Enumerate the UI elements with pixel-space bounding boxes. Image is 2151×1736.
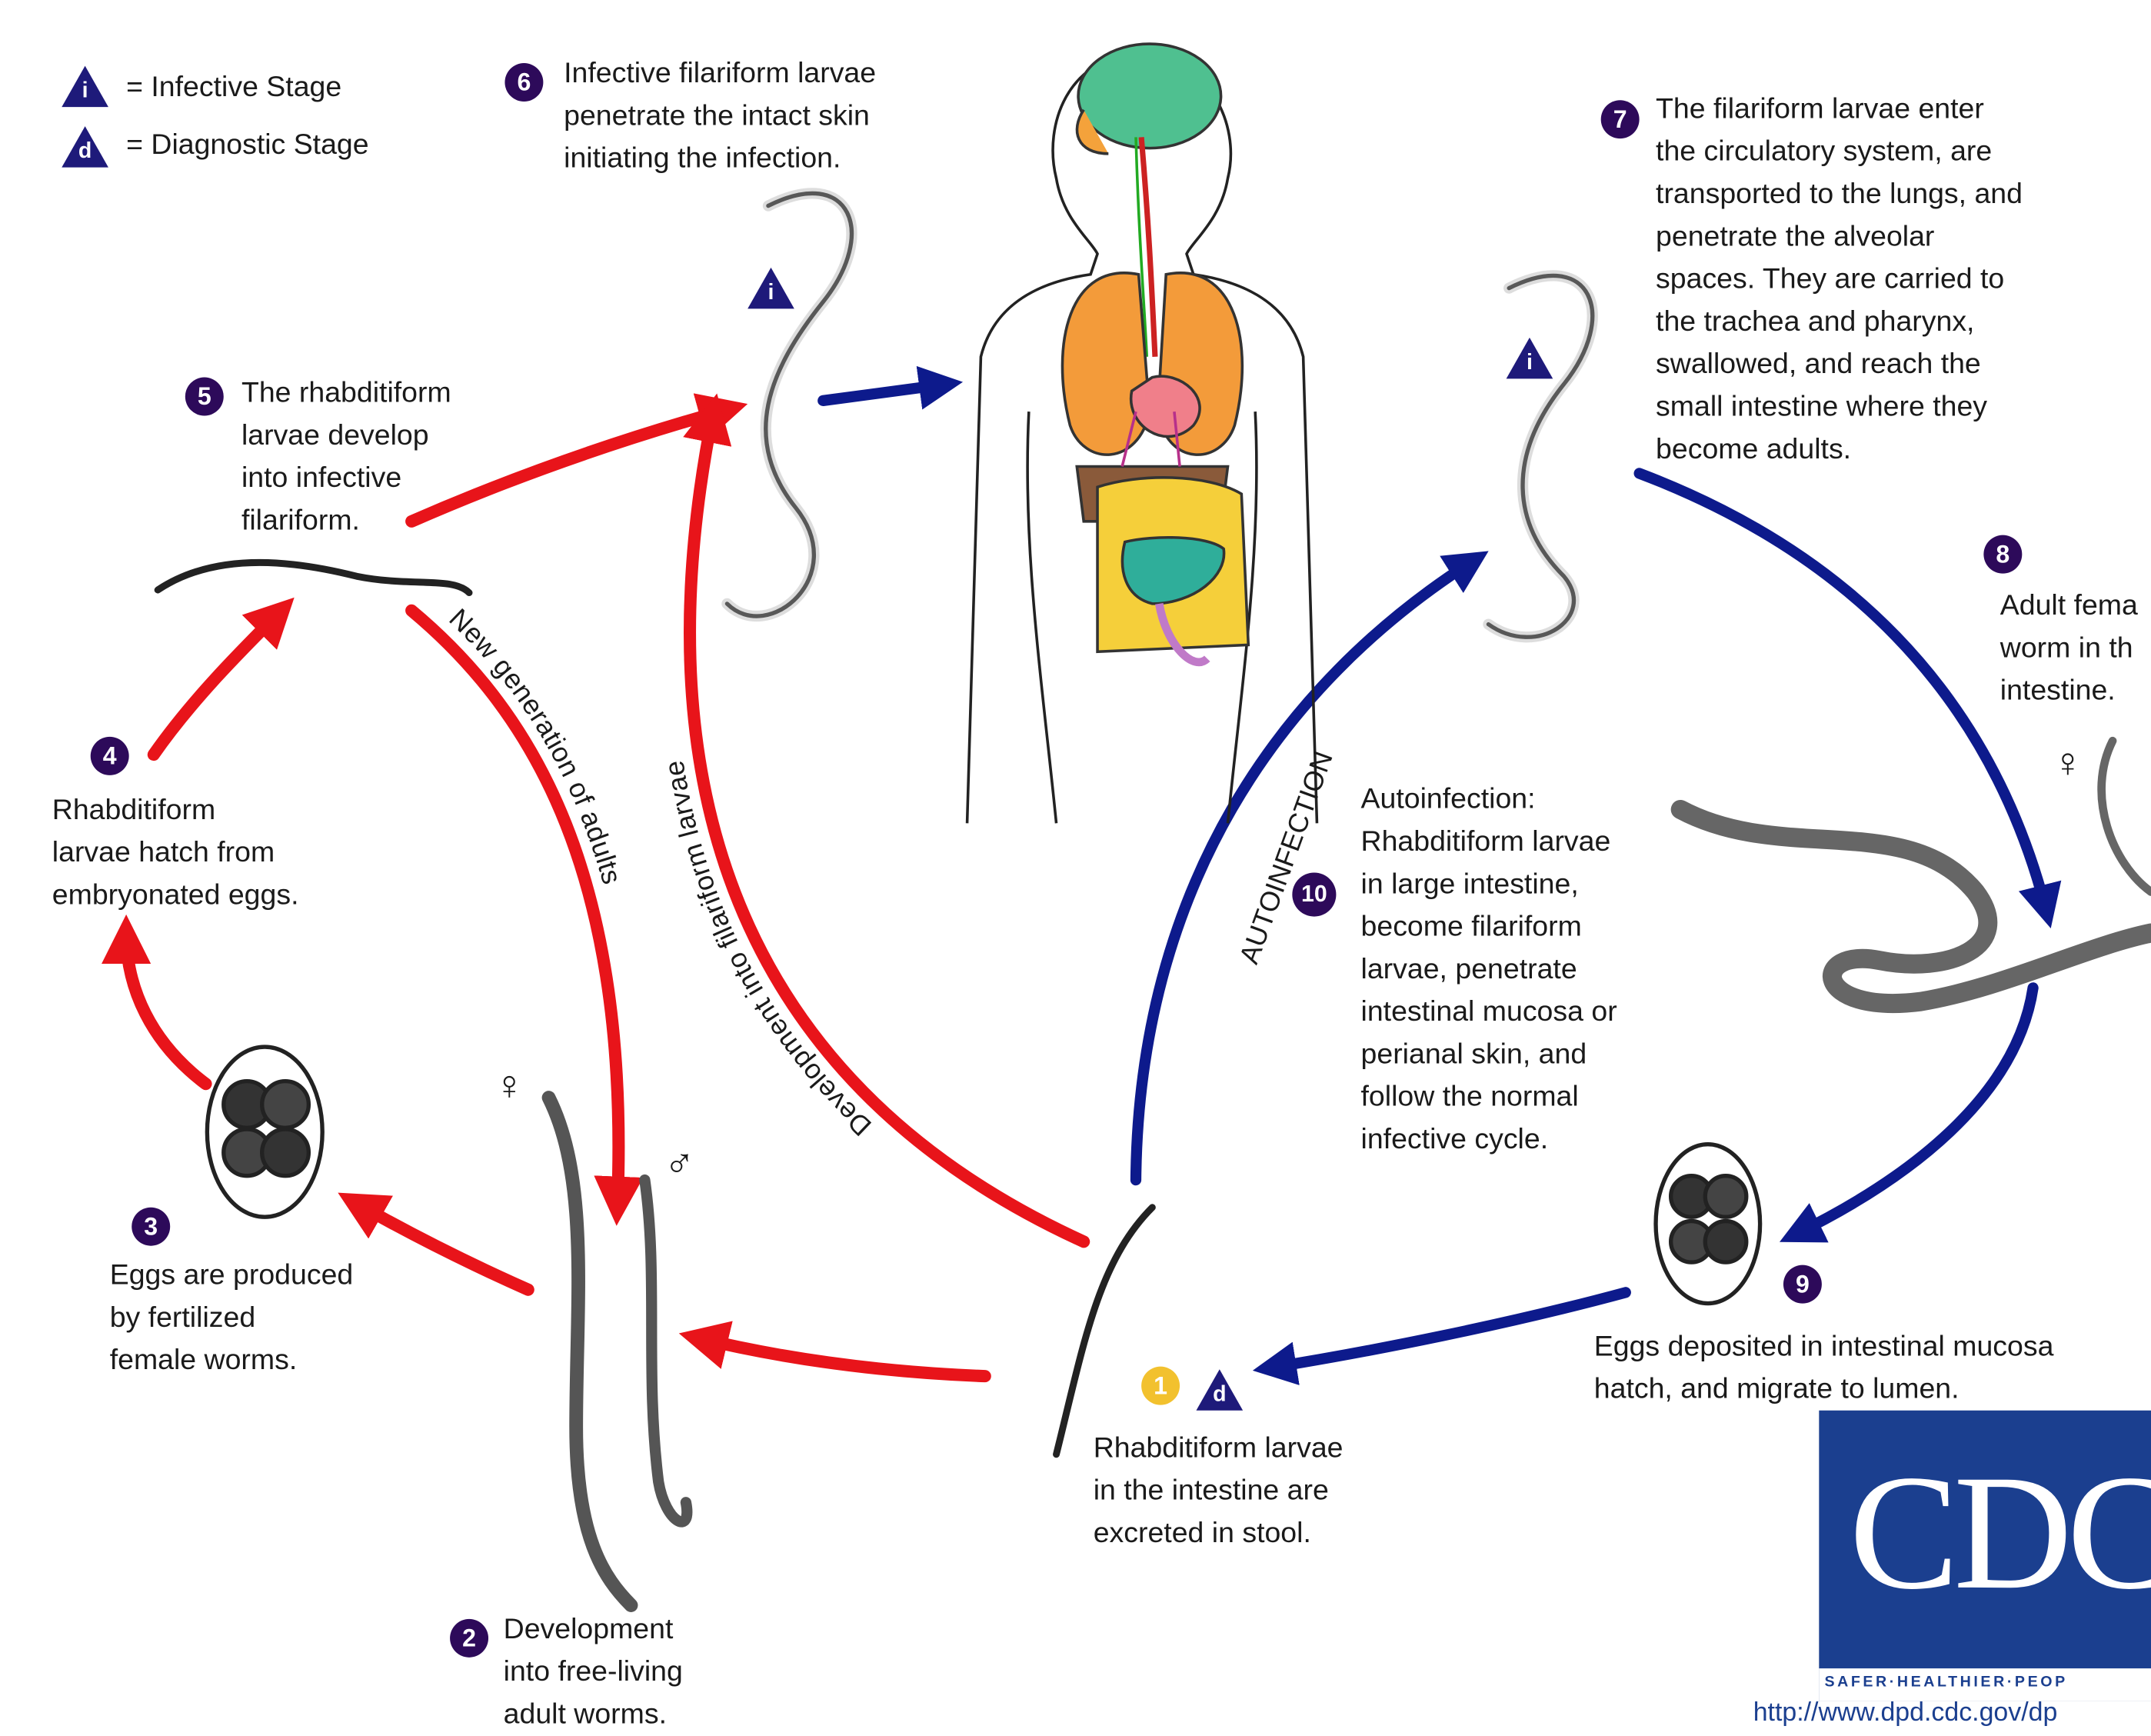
infective-stage-icon: i xyxy=(62,66,108,108)
step-9-badge: 9 xyxy=(1783,1265,1822,1304)
step-9-text: Eggs deposited in intestinal mucosa hatc… xyxy=(1594,1325,2054,1411)
step-1-text: Rhabditiform larvae in the intestine are… xyxy=(1094,1427,1344,1554)
step-4-text: Rhabditiform larvae hatch from embryonat… xyxy=(52,789,299,917)
rhabditiform-larva-step5 xyxy=(158,562,469,592)
step-2-text: Development into free-living adult worms… xyxy=(504,1608,683,1736)
step-7-text: The filariform larvae enter the circulat… xyxy=(1656,88,2023,471)
adult-female-worm-step8 xyxy=(1680,809,2151,1003)
arrow-8-to-9 xyxy=(1794,988,2033,1235)
cdc-logo-tagline: SAFER·HEALTHIER·PEOP xyxy=(1819,1668,2151,1701)
infective-stage-marker-6: i xyxy=(748,268,794,309)
step-7-badge: 7 xyxy=(1601,100,1640,138)
arrow-9-to-1 xyxy=(1269,1292,1626,1368)
step-3-badge: 3 xyxy=(132,1208,170,1246)
arrow-5-to-6 xyxy=(411,409,730,521)
diagnostic-stage-marker-1: d xyxy=(1196,1369,1243,1411)
step-5-badge: 5 xyxy=(185,378,224,416)
step-5-text: The rhabditiform larvae develop into inf… xyxy=(241,372,451,541)
legend-infective-label: = Infective Stage xyxy=(126,66,341,108)
arrow-1-to-2 xyxy=(697,1338,985,1376)
arrow-4-to-5 xyxy=(154,611,281,755)
step-10-badge: 10 xyxy=(1292,872,1336,916)
arrow-2-to-3 xyxy=(354,1202,528,1290)
arrow-3-to-4 xyxy=(126,933,205,1084)
step-2-badge: 2 xyxy=(450,1619,488,1658)
cdc-logo: CDC SAFER·HEALTHIER·PEOP xyxy=(1819,1411,2151,1701)
diagnostic-stage-icon: d xyxy=(62,126,108,168)
legend-diagnostic-label: = Diagnostic Stage xyxy=(126,124,368,166)
cdc-logo-letters: CDC xyxy=(1850,1438,2151,1627)
filariform-larva-step7 xyxy=(1488,275,1592,637)
male-adult-worm-step2 xyxy=(644,1180,687,1521)
step-6-text: Infective filariform larvae penetrate th… xyxy=(564,52,876,180)
female-symbol-step8: ♀ xyxy=(2053,741,2083,788)
step-10-text: Autoinfection: Rhabditiform larvae in la… xyxy=(1361,778,1617,1161)
human-body-illustration xyxy=(967,44,1317,823)
rhabditiform-larva-step1 xyxy=(1057,1208,1153,1454)
step-1-badge: 1 xyxy=(1141,1367,1180,1405)
step-8-badge: 8 xyxy=(1983,535,2022,574)
arrow-6-to-host xyxy=(823,384,947,400)
step-4-badge: 4 xyxy=(91,737,129,775)
egg-step3 xyxy=(207,1047,322,1217)
label-new-generation: New generation of adults xyxy=(443,603,627,888)
arrow-development-filariform xyxy=(690,412,1084,1241)
step-8-text: Adult fema worm in th intestine. xyxy=(2000,585,2138,712)
male-symbol: ♂ xyxy=(664,1141,694,1188)
source-url[interactable]: http://www.dpd.cdc.gov/dp xyxy=(1753,1698,2058,1728)
label-development-filariform: Development into filariform larvae xyxy=(658,758,877,1141)
egg-step9 xyxy=(1656,1145,1760,1304)
step-6-badge: 6 xyxy=(504,63,543,102)
infective-stage-marker-7: i xyxy=(1507,338,1553,379)
female-symbol: ♀ xyxy=(494,1063,524,1110)
step-3-text: Eggs are produced by fertilized female w… xyxy=(110,1254,354,1381)
